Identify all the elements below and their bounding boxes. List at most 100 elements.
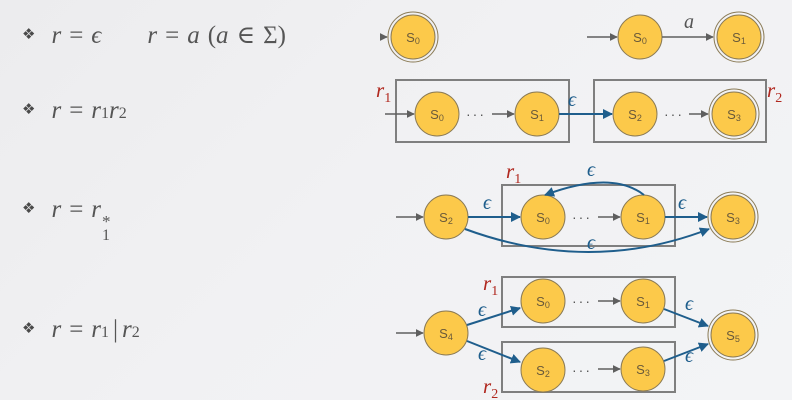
- subautomaton-box-r1: [395, 79, 570, 143]
- bullet-icon: ❖: [22, 319, 36, 337]
- r1: r: [91, 316, 102, 343]
- epsilon-skip: [464, 227, 710, 253]
- r1-sub: 1: [102, 227, 111, 245]
- region-label-r1: r1: [376, 78, 391, 106]
- state-label: S4: [439, 326, 453, 342]
- region-label-r2: r2: [767, 78, 782, 106]
- state-s2: S2: [423, 194, 469, 240]
- state-circle: [710, 194, 756, 240]
- state-circle: [414, 91, 460, 137]
- epsilon-label: ϵ: [587, 159, 596, 181]
- equals: =: [69, 196, 84, 223]
- epsilon-transition-upper-exit: [663, 308, 709, 328]
- state-label: S2: [628, 107, 642, 123]
- diagram-concat: r1 r2 S0 ··· S1 ϵS2 ··· S3: [376, 78, 782, 143]
- state-circle: [520, 194, 566, 240]
- state-s4: S4: [423, 310, 469, 356]
- r2: r: [122, 316, 132, 343]
- ellipsis: ···: [572, 293, 592, 309]
- rule-epsilon: ❖ r = ϵ r = a ( a ∈ Σ ): [22, 20, 286, 50]
- state-label: S0: [406, 30, 420, 46]
- equals: =: [165, 22, 180, 49]
- state-s0: S0: [414, 91, 460, 137]
- state-circle: [620, 346, 666, 392]
- transition-label-a: a: [684, 11, 694, 33]
- epsilon-label: ϵ: [478, 299, 487, 321]
- subautomaton-box-r1: [501, 276, 676, 328]
- equals: =: [69, 97, 84, 124]
- accepting-ring: [707, 309, 759, 361]
- element-of: ∈: [236, 22, 256, 49]
- epsilon-loop-back: [544, 181, 645, 197]
- cond-var: a: [216, 22, 229, 49]
- state-label: S5: [726, 328, 740, 344]
- r1: r: [91, 97, 102, 124]
- state-circle: [620, 278, 666, 324]
- subautomaton-box-r2: [501, 341, 676, 393]
- lhs: r: [51, 22, 62, 49]
- lhs: r: [51, 97, 62, 124]
- state-circle: [710, 312, 756, 358]
- state-s1: S1: [514, 91, 560, 137]
- r2-sub: 2: [118, 105, 127, 122]
- ellipsis: ···: [664, 106, 684, 122]
- region-label-r2: r2: [483, 374, 498, 400]
- state-s0: S0: [387, 11, 439, 63]
- ellipsis: ···: [572, 362, 592, 378]
- epsilon-label: ϵ: [587, 232, 596, 254]
- bullet-icon: ❖: [22, 25, 36, 43]
- alphabet-sigma: Σ: [263, 22, 278, 49]
- state-label: S3: [727, 107, 741, 123]
- epsilon-label: ϵ: [483, 192, 492, 214]
- diagram-epsilon: S0: [379, 11, 439, 63]
- rule-star: ❖ r = r * 1: [22, 196, 111, 244]
- lhs: r: [51, 196, 62, 223]
- state-label: S3: [726, 210, 740, 226]
- epsilon-label: ϵ: [685, 345, 694, 367]
- accepting-ring: [713, 11, 765, 63]
- state-label: S1: [636, 294, 650, 310]
- r2: r: [109, 97, 119, 124]
- equals: =: [69, 316, 84, 343]
- epsilon-transition-lower: [466, 340, 521, 364]
- epsilon-transition-lower-exit: [663, 342, 709, 362]
- state-label: S2: [536, 363, 550, 379]
- epsilon-label: ϵ: [685, 293, 694, 315]
- state-circle: [423, 310, 469, 356]
- state-label: S0: [633, 30, 647, 46]
- epsilon-label: ϵ: [568, 89, 577, 111]
- epsilon-transition-upper: [466, 305, 521, 326]
- state-label: S2: [439, 210, 453, 226]
- subautomaton-box-r1: [501, 184, 676, 247]
- kleene-star: *: [102, 212, 111, 231]
- state-s1: S1: [620, 278, 666, 324]
- state-s3: S3: [620, 346, 666, 392]
- state-circle: [711, 91, 757, 137]
- ellipsis: ···: [466, 106, 486, 122]
- state-s5: S5: [707, 309, 759, 361]
- state-circle: [520, 278, 566, 324]
- paren-close: ): [277, 22, 286, 49]
- rhs-symbol: a: [187, 22, 200, 49]
- ellipsis: ···: [572, 209, 592, 225]
- state-label: S0: [536, 210, 550, 226]
- state-s1: S1: [713, 11, 765, 63]
- state-s1: S1: [620, 194, 666, 240]
- state-s0: S0: [617, 14, 663, 60]
- accepting-ring: [708, 88, 760, 140]
- lhs: r: [51, 316, 62, 343]
- epsilon-label: ϵ: [478, 343, 487, 365]
- state-circle: [390, 14, 436, 60]
- state-label: S0: [536, 294, 550, 310]
- state-label: S1: [732, 30, 746, 46]
- region-label-r1: r1: [506, 159, 521, 187]
- state-circle: [716, 14, 762, 60]
- union-bar: |: [113, 316, 119, 343]
- state-s2: S2: [520, 347, 566, 393]
- state-s0: S0: [520, 278, 566, 324]
